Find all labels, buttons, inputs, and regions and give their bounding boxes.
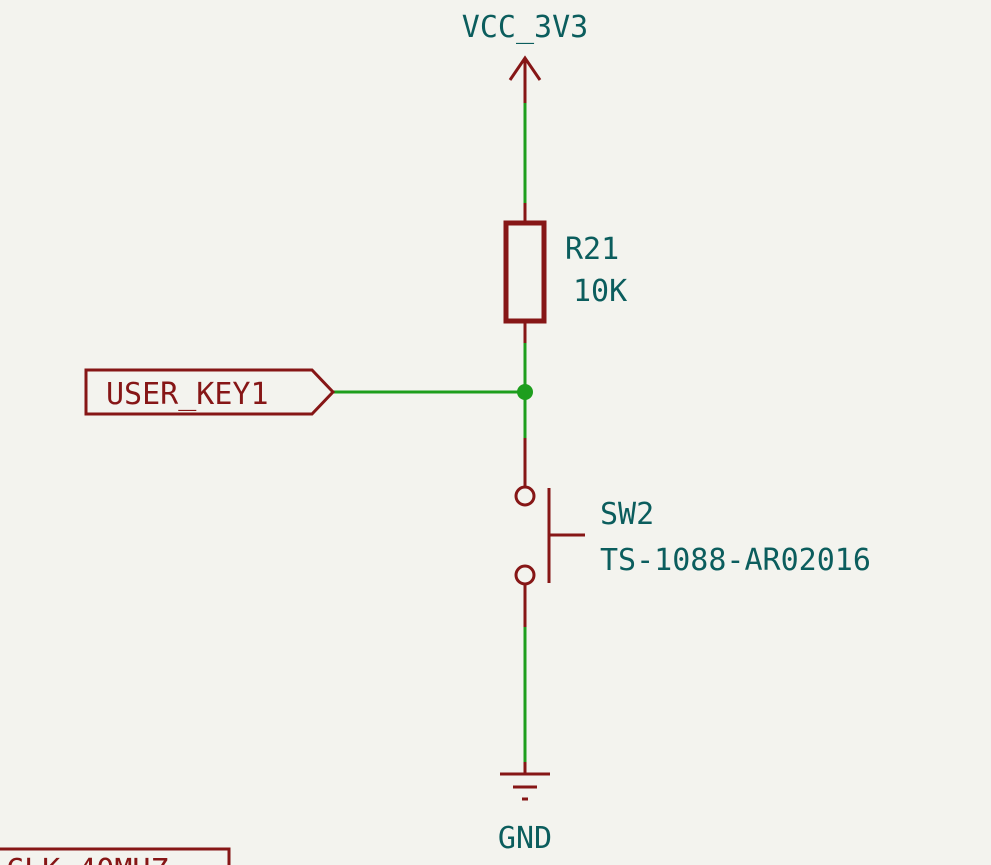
vcc-label: VCC_3V3 — [462, 10, 588, 45]
gnd-power-symbol[interactable] — [500, 762, 550, 801]
resistor-r21[interactable] — [503, 203, 547, 343]
partial-label-border — [0, 847, 231, 865]
partial-label-clk[interactable]: CLK_40MHZ — [0, 847, 231, 865]
net-label-text: USER_KEY1 — [106, 377, 269, 412]
net-label-shape — [84, 368, 336, 416]
resistor-value: 10K — [573, 274, 627, 309]
switch-part: TS-1088-AR02016 — [600, 543, 871, 578]
vcc-power-symbol[interactable] — [508, 55, 542, 103]
switch-sw2[interactable] — [514, 438, 585, 627]
net-label-user-key1[interactable]: USER_KEY1 — [84, 368, 336, 416]
wires — [332, 103, 527, 762]
switch-ref: SW2 — [600, 497, 654, 532]
switch-contact-bottom — [514, 564, 536, 586]
vcc-arrow-icon — [508, 55, 542, 81]
resistor-body — [503, 220, 547, 324]
partial-label-text: CLK_40MHZ — [6, 853, 169, 865]
resistor-ref: R21 — [565, 232, 619, 267]
switch-contact-top — [514, 485, 536, 507]
gnd-label: GND — [498, 821, 552, 856]
junction-dot[interactable] — [517, 384, 533, 400]
